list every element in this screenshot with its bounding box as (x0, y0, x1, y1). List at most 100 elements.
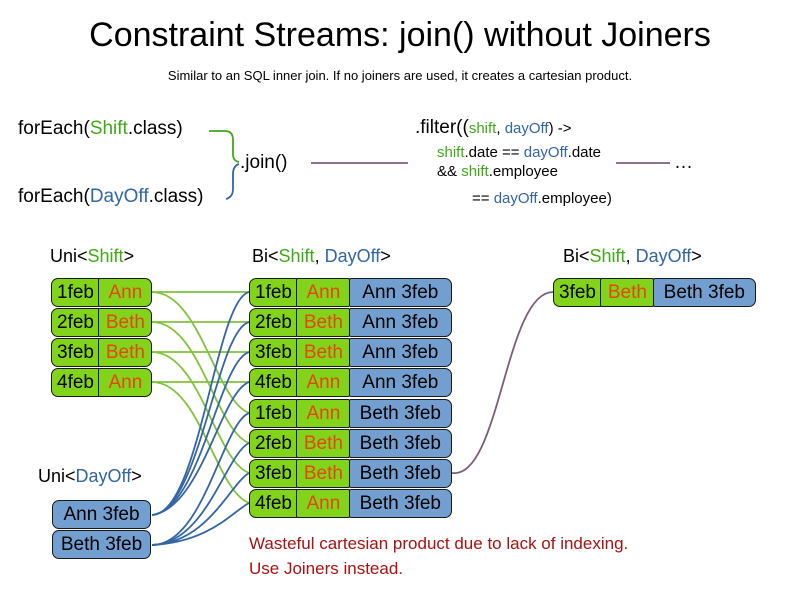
bi-dayoff: Ann 3feb (348, 338, 452, 367)
bi-shift-employee: Beth (296, 429, 351, 458)
brace-dayoff-to-join (225, 163, 240, 200)
bi-shift-date: 2feb (249, 308, 298, 337)
label-bi-middle: Bi<Shift, DayOff> (252, 246, 391, 267)
bi-shift-date: 3feb (249, 338, 298, 367)
wire-shift4-b (151, 381, 250, 504)
bi-middle-suffix: > (380, 246, 391, 266)
filter-l2-dayoff: dayOff (523, 144, 568, 161)
bi-shift-date: 1feb (249, 399, 298, 428)
uni-dayoff-type: DayOff (75, 466, 132, 486)
bi-shift-employee: Beth (296, 338, 351, 367)
bi-shift-employee: Beth (296, 459, 351, 488)
bi-shift-date: 2feb (249, 429, 298, 458)
table-row[interactable]: 3feb Beth Ann 3feb (249, 338, 452, 367)
bi-right-type2: DayOff (635, 246, 692, 266)
bi-dayoff: Beth 3feb (348, 429, 452, 458)
label-uni-shift: Uni<Shift> (50, 246, 134, 267)
shift-employee: Beth (98, 308, 153, 337)
for-each-shift-prefix: forEach( (18, 118, 90, 139)
bi-middle-prefix: Bi< (252, 246, 279, 266)
bi-shift-date: 3feb (249, 459, 298, 488)
for-each-dayoff-suffix: .class) (148, 186, 204, 207)
bi-dayoff: Beth 3feb (348, 459, 452, 488)
table-row[interactable]: 2feb Beth Ann 3feb (249, 308, 452, 337)
label-uni-dayoff: Uni<DayOff> (38, 466, 142, 487)
for-each-dayoff-prefix: forEach( (18, 186, 90, 207)
filter-l2-date: .date (567, 144, 602, 161)
result-shift-employee: Beth (600, 278, 655, 307)
code-filter-line4: == dayOff.employee) (472, 190, 612, 207)
wire-dayoff2-r7 (151, 472, 250, 546)
ellipsis-continuation: … (674, 152, 695, 173)
filter-param-shift: shift (468, 120, 497, 137)
bi-middle-comma: , (314, 246, 325, 266)
wire-dayoff2-r5 (151, 412, 250, 546)
shift-employee: Ann (98, 368, 153, 397)
table-row[interactable]: 3feb Beth Beth 3feb (249, 459, 452, 488)
table-row[interactable]: 1feb Ann Beth 3feb (249, 399, 452, 428)
wire-dayoff1-r2 (151, 321, 250, 516)
wire-shift1-b (151, 291, 250, 414)
table-row[interactable]: 4feb Ann Beth 3feb (249, 489, 452, 518)
bi-dayoff: Ann 3feb (348, 278, 452, 307)
shift-employee: Ann (98, 278, 153, 307)
shift-date: 3feb (51, 338, 100, 367)
filter-l4-eq: == (472, 190, 494, 207)
bi-dayoff: Beth 3feb (348, 399, 452, 428)
shift-date: 1feb (51, 278, 100, 307)
shift-employee: Beth (98, 338, 153, 367)
list-item[interactable]: Beth 3feb (52, 530, 151, 559)
bi-dayoff: Beth 3feb (348, 489, 452, 518)
table-row[interactable]: 2feb Beth Beth 3feb (249, 429, 452, 458)
dayoff-label: Beth 3feb (52, 530, 151, 559)
for-each-shift-suffix: .class) (127, 118, 183, 139)
uni-shift-type: Shift (87, 246, 124, 266)
table-row[interactable]: 4feb Ann (51, 368, 153, 397)
table-row[interactable]: 1feb Ann Ann 3feb (249, 278, 452, 307)
warning-line-2: Use Joiners instead. (249, 559, 404, 578)
shift-date: 2feb (51, 308, 100, 337)
wire-filtered-result (451, 291, 554, 474)
list-item[interactable]: Ann 3feb (52, 500, 151, 529)
wire-shift3-b (151, 351, 250, 474)
uni-shift-suffix: > (123, 246, 135, 266)
table-row[interactable]: 2feb Beth (51, 308, 153, 337)
code-join: .join() (240, 152, 288, 173)
for-each-dayoff-type: DayOff (89, 186, 149, 207)
table-row[interactable]: 3feb Beth Beth 3feb (553, 278, 756, 307)
result-shift-date: 3feb (553, 278, 602, 307)
bi-shift-date: 1feb (249, 278, 298, 307)
bi-dayoff: Ann 3feb (348, 308, 452, 337)
bi-right-prefix: Bi< (563, 246, 590, 266)
filter-l2-shift: shift (437, 144, 465, 161)
bi-shift-employee: Ann (296, 399, 351, 428)
bi-shift-employee: Ann (296, 368, 351, 397)
bi-shift-employee: Ann (296, 489, 351, 518)
code-filter-line2: shift.date == dayOff.date (437, 144, 601, 161)
bi-right-comma: , (625, 246, 636, 266)
bi-shift-date: 4feb (249, 489, 298, 518)
bi-dayoff: Ann 3feb (348, 368, 452, 397)
page-subtitle: Similar to an SQL inner join. If no join… (167, 68, 633, 83)
dayoff-label: Ann 3feb (52, 500, 151, 529)
uni-dayoff-prefix: Uni< (38, 466, 76, 486)
code-filter-line1: .filter((shift, dayOff) -> (415, 117, 572, 139)
table-row[interactable]: 4feb Ann Ann 3feb (249, 368, 452, 397)
result-dayoff: Beth 3feb (652, 278, 756, 307)
filter-lambda-arrow: ) -> (548, 120, 572, 137)
bi-middle-type2: DayOff (324, 246, 381, 266)
wire-shift2-b (151, 321, 250, 444)
wire-dayoff1-r3 (151, 351, 250, 516)
table-row[interactable]: 3feb Beth (51, 338, 153, 367)
for-each-shift-type: Shift (89, 118, 128, 139)
table-row[interactable]: 1feb Ann (51, 278, 153, 307)
wire-dayoff2-r8 (151, 502, 250, 546)
filter-l4-employee: .employee) (537, 190, 612, 207)
filter-l3-shift: shift (461, 163, 489, 180)
uni-shift-prefix: Uni< (50, 246, 88, 266)
label-bi-right: Bi<Shift, DayOff> (563, 246, 702, 267)
bi-right-type1: Shift (589, 246, 626, 266)
code-filter-line3: && shift.employee (437, 163, 558, 180)
code-for-each-dayoff: forEach(DayOff.class) (18, 186, 204, 208)
